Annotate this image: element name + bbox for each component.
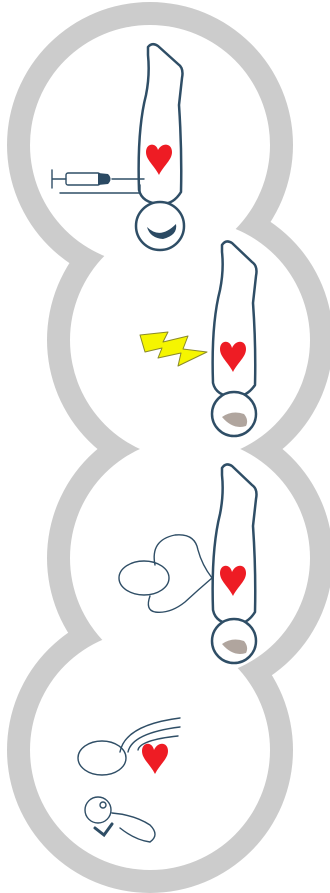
heart-icon xyxy=(142,743,168,774)
stomach-icon xyxy=(147,224,177,239)
infant-eye-icon xyxy=(99,801,107,809)
patient-head-icon xyxy=(134,200,186,252)
ring-2-inner xyxy=(70,220,310,460)
syringe-base-line xyxy=(59,184,141,194)
rescuer-head-icon xyxy=(77,740,127,776)
panel-1 xyxy=(51,43,186,252)
syringe-tip xyxy=(98,173,111,185)
infant-icon xyxy=(84,796,156,843)
patient-body-icon xyxy=(211,463,258,626)
rescuer-arms-icon xyxy=(147,534,213,613)
rescuer-head-icon xyxy=(118,560,170,596)
heart-icon xyxy=(220,565,246,596)
infant-body-icon xyxy=(111,812,156,843)
syringe-plunger xyxy=(51,169,67,189)
patient-body-icon xyxy=(137,43,184,206)
infant-hand-icon xyxy=(93,822,114,838)
rescuer-icon xyxy=(118,534,213,613)
arc-2 xyxy=(127,726,181,753)
stomach-icon xyxy=(222,639,248,654)
heart-icon xyxy=(220,341,246,372)
heart-icon xyxy=(146,144,172,175)
syringe-icon xyxy=(51,169,145,194)
panel-3 xyxy=(118,463,258,665)
lightning-bolt-icon xyxy=(139,331,208,367)
panel-4 xyxy=(77,717,181,843)
arc-3 xyxy=(137,735,179,751)
panel-2 xyxy=(139,240,258,438)
stomach-icon xyxy=(222,412,248,427)
infant-head-icon xyxy=(84,796,112,824)
